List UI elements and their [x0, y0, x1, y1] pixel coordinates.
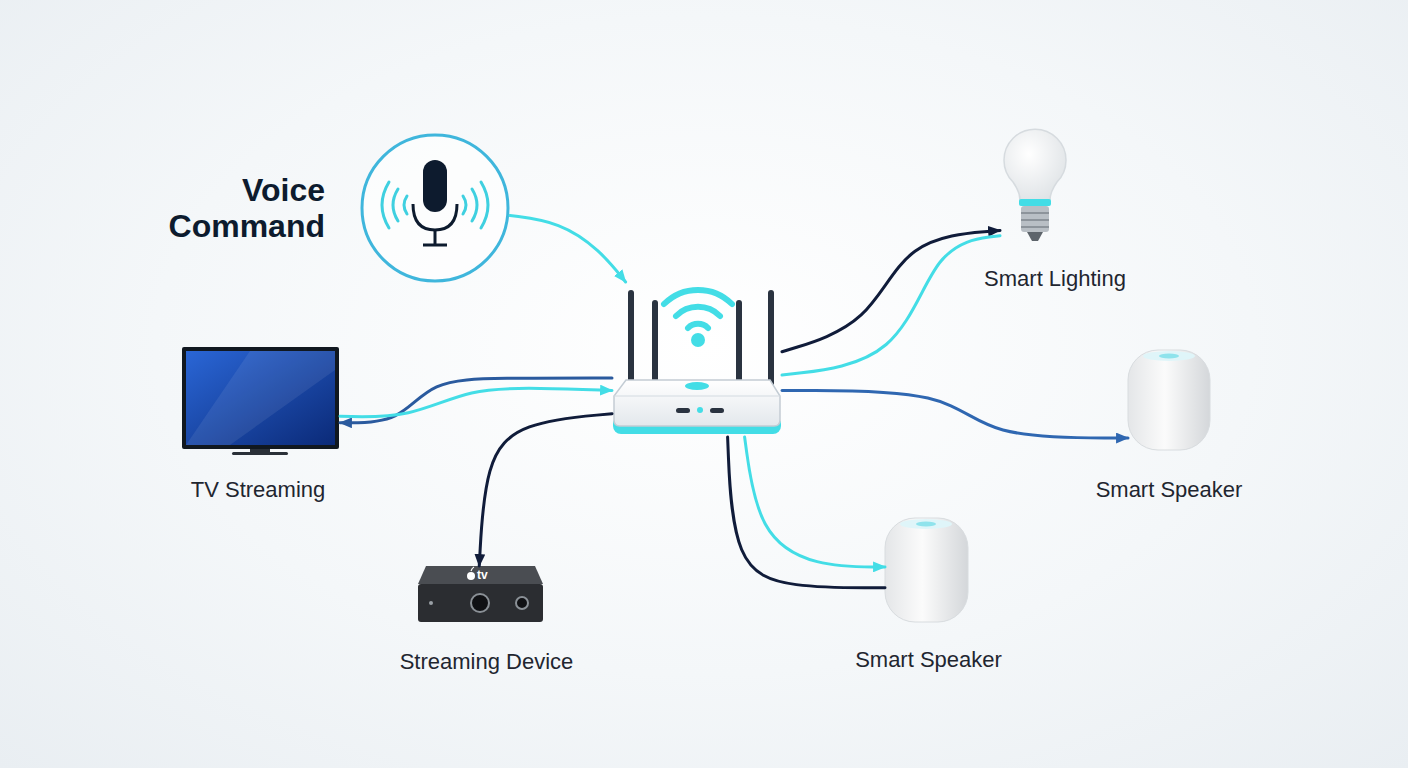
connector-arrow [510, 216, 626, 283]
connector-arrow [745, 437, 885, 567]
device-label: TV Streaming [191, 477, 326, 503]
router-icon [613, 290, 781, 434]
speaker-device: Smart Speaker [1128, 350, 1210, 450]
speaker-device: Smart Speaker [885, 518, 968, 622]
lighting-device: Smart Lighting [1000, 138, 1070, 243]
device-label: Smart Lighting [984, 266, 1126, 292]
device-label: Smart Speaker [855, 647, 1002, 673]
connector-arrow [340, 378, 612, 423]
streaming-box-icon [418, 566, 543, 622]
device-label: Streaming Device [400, 649, 574, 675]
tv-device: TV Streaming [180, 345, 340, 453]
connector-arrow [782, 236, 1000, 375]
device-logo-text: tv [477, 568, 488, 582]
connector-arrow [479, 414, 612, 566]
connector-arrow [782, 230, 1000, 351]
router-hub [612, 282, 782, 437]
voice-input: Voice Command [360, 133, 510, 283]
connector-arrow [782, 390, 1128, 438]
bulb-icon [1004, 129, 1066, 241]
input-heading: Voice Command [150, 172, 325, 244]
device-label: Smart Speaker [1096, 477, 1243, 503]
connector-arrow [728, 437, 885, 588]
microphone-icon [362, 135, 508, 281]
tv-icon [182, 347, 339, 455]
speaker-icon [885, 518, 968, 622]
speaker-icon [1128, 350, 1210, 450]
connector-arrow [340, 388, 612, 417]
